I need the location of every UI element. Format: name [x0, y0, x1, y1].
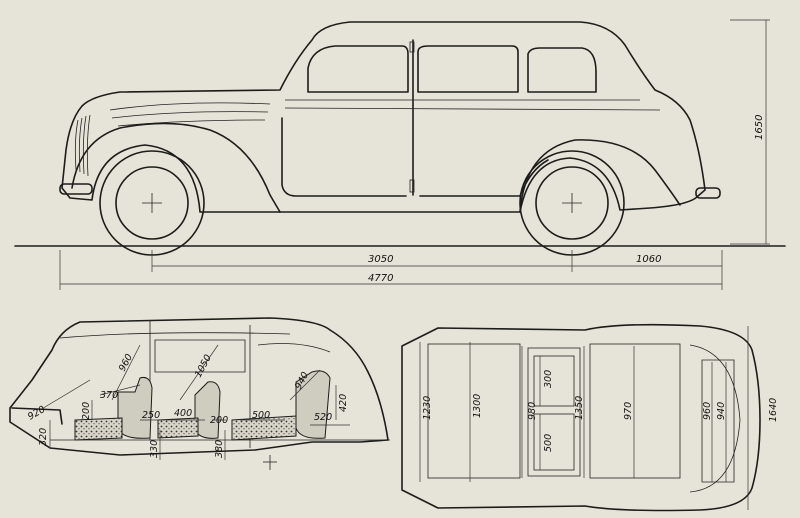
dim-plan-1: 1230 — [422, 396, 433, 420]
plan-view: 1230 1300 300 980 500 1350 970 960 940 1… — [401, 323, 779, 512]
dim-rear-overhang: 1060 — [636, 254, 661, 265]
plan-dimension-lines — [419, 326, 749, 510]
dim-plan-10: 1640 — [768, 398, 779, 422]
front-bumper — [59, 183, 93, 195]
dim-overall-length: 4770 — [368, 273, 393, 284]
dim-plan-5: 500 — [543, 434, 554, 452]
dim-wheelbase: 3050 — [368, 254, 393, 265]
dim-section-2: 320 — [38, 428, 49, 446]
middle-seat — [194, 381, 221, 439]
dim-plan-8: 960 — [702, 402, 713, 420]
section-body-outline — [9, 317, 389, 456]
rear-wheel — [519, 150, 625, 256]
dim-section-14: 330 — [149, 440, 160, 458]
rear-window — [527, 47, 597, 93]
dim-section-3: 200 — [81, 402, 92, 420]
dim-plan-2: 1300 — [472, 394, 483, 418]
dim-section-4: 370 — [100, 390, 118, 401]
dim-plan-3: 300 — [543, 370, 554, 388]
dim-section-7: 250 — [142, 410, 160, 421]
interior-section: 920 320 200 370 960 1050 250 400 200 500… — [9, 317, 390, 470]
side-dimensions — [59, 19, 770, 290]
plan-body-outline — [401, 323, 761, 512]
side-elevation: 3050 1060 4770 1650 — [14, 19, 786, 290]
dim-section-15: 380 — [214, 440, 225, 458]
front-floor — [589, 343, 681, 479]
car-body-outline — [61, 21, 706, 213]
rear-floor — [427, 343, 521, 479]
dim-plan-9: 940 — [716, 402, 727, 420]
section-dimension-lines — [39, 344, 350, 460]
front-wheel — [99, 150, 205, 256]
rear-bumper — [695, 187, 721, 199]
dim-plan-4: 980 — [527, 402, 538, 420]
dim-section-9: 200 — [210, 415, 228, 426]
middle-window — [417, 45, 519, 93]
dim-section-5: 960 — [117, 352, 135, 373]
dim-section-6: 1050 — [193, 353, 214, 380]
dim-height: 1650 — [754, 115, 765, 140]
dim-section-1: 920 — [26, 404, 47, 423]
rear-fender — [519, 139, 681, 213]
dim-plan-7: 970 — [623, 402, 634, 420]
front-window — [307, 45, 409, 93]
dim-section-10: 500 — [252, 410, 270, 421]
center-tunnel — [527, 347, 581, 477]
rear-seat — [295, 370, 331, 439]
front-fender — [71, 122, 281, 213]
dim-section-8: 400 — [174, 408, 192, 419]
grille — [74, 114, 91, 177]
dim-section-12: 520 — [314, 412, 332, 423]
dim-section-13: 420 — [338, 394, 349, 412]
dim-plan-6: 1350 — [574, 396, 585, 420]
